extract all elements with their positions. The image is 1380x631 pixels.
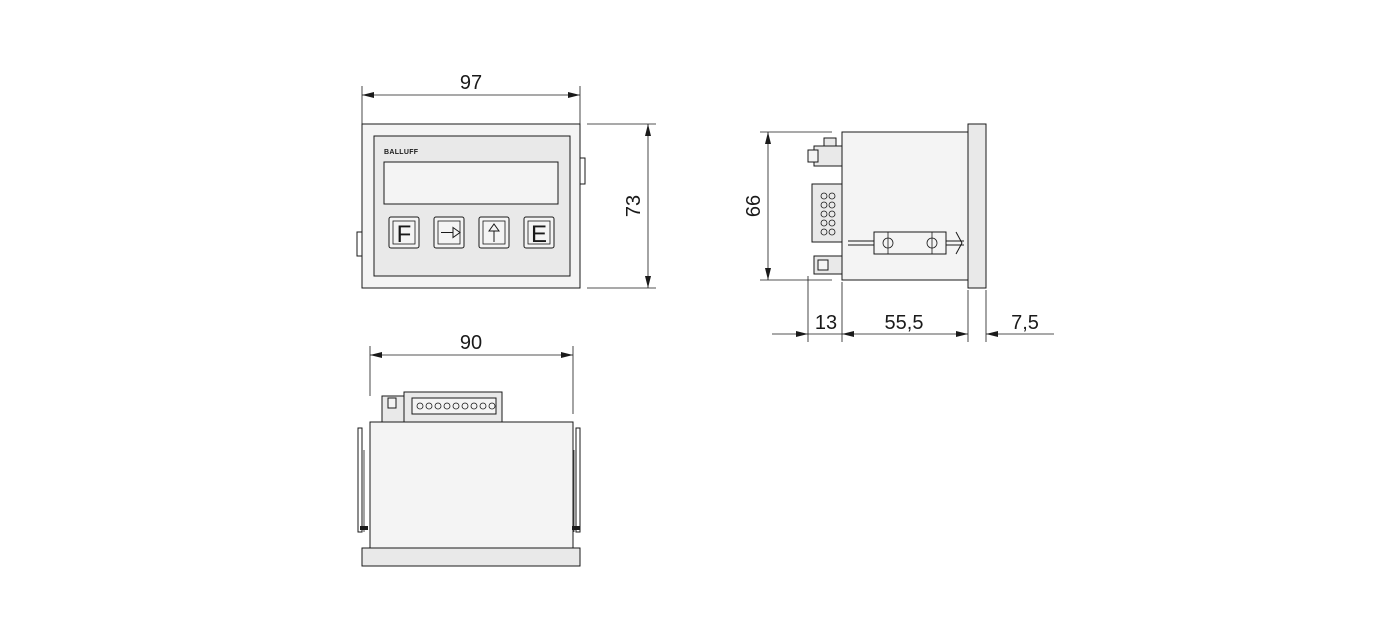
side-terminal-screws xyxy=(820,192,836,236)
bezel-top xyxy=(361,547,581,567)
left-clip xyxy=(356,231,363,257)
dim-side-depths: 13 55,5 7,5 xyxy=(772,276,1054,342)
dim-front-width: 97 xyxy=(361,72,581,124)
key-e[interactable]: E xyxy=(523,216,555,249)
bracket-right xyxy=(575,427,581,533)
side-view: 66 13 55,5 7,5 xyxy=(743,123,1054,342)
dim-body-depth-label: 55,5 xyxy=(885,312,924,334)
dim-front-height-label: 73 xyxy=(623,195,645,217)
key-up[interactable] xyxy=(478,216,510,249)
key-f-label: F xyxy=(397,221,412,248)
key-e-label: E xyxy=(531,221,547,248)
key-f[interactable]: F xyxy=(388,216,420,249)
arrow-up-icon xyxy=(488,223,500,242)
key-right[interactable] xyxy=(433,216,465,249)
housing-top xyxy=(369,421,574,549)
dim-top-width: 90 xyxy=(369,332,574,414)
bezel-side xyxy=(967,123,987,289)
dim-bezel-depth-label: 7,5 xyxy=(1011,312,1039,334)
dim-top-width-label: 90 xyxy=(460,332,482,354)
brand-logo: BALLUFF xyxy=(384,149,419,156)
display-window xyxy=(383,161,559,205)
dim-terminal-depth-label: 13 xyxy=(815,312,837,334)
arrow-right-icon xyxy=(441,226,461,239)
dim-front-height: 73 xyxy=(587,123,656,289)
front-view: BALLUFF F E xyxy=(356,72,656,289)
top-view: 90 xyxy=(357,332,581,567)
dim-front-width-label: 97 xyxy=(460,72,482,94)
terminal-screws xyxy=(416,402,496,410)
dim-side-height-label: 66 xyxy=(743,195,765,217)
housing-side xyxy=(841,131,969,281)
side-terminal-block xyxy=(811,183,843,243)
dim-side-height: 66 xyxy=(743,131,832,281)
front-panel xyxy=(373,135,571,277)
bracket-left xyxy=(357,427,363,533)
right-clip xyxy=(579,157,586,185)
side-bracket xyxy=(873,231,947,255)
